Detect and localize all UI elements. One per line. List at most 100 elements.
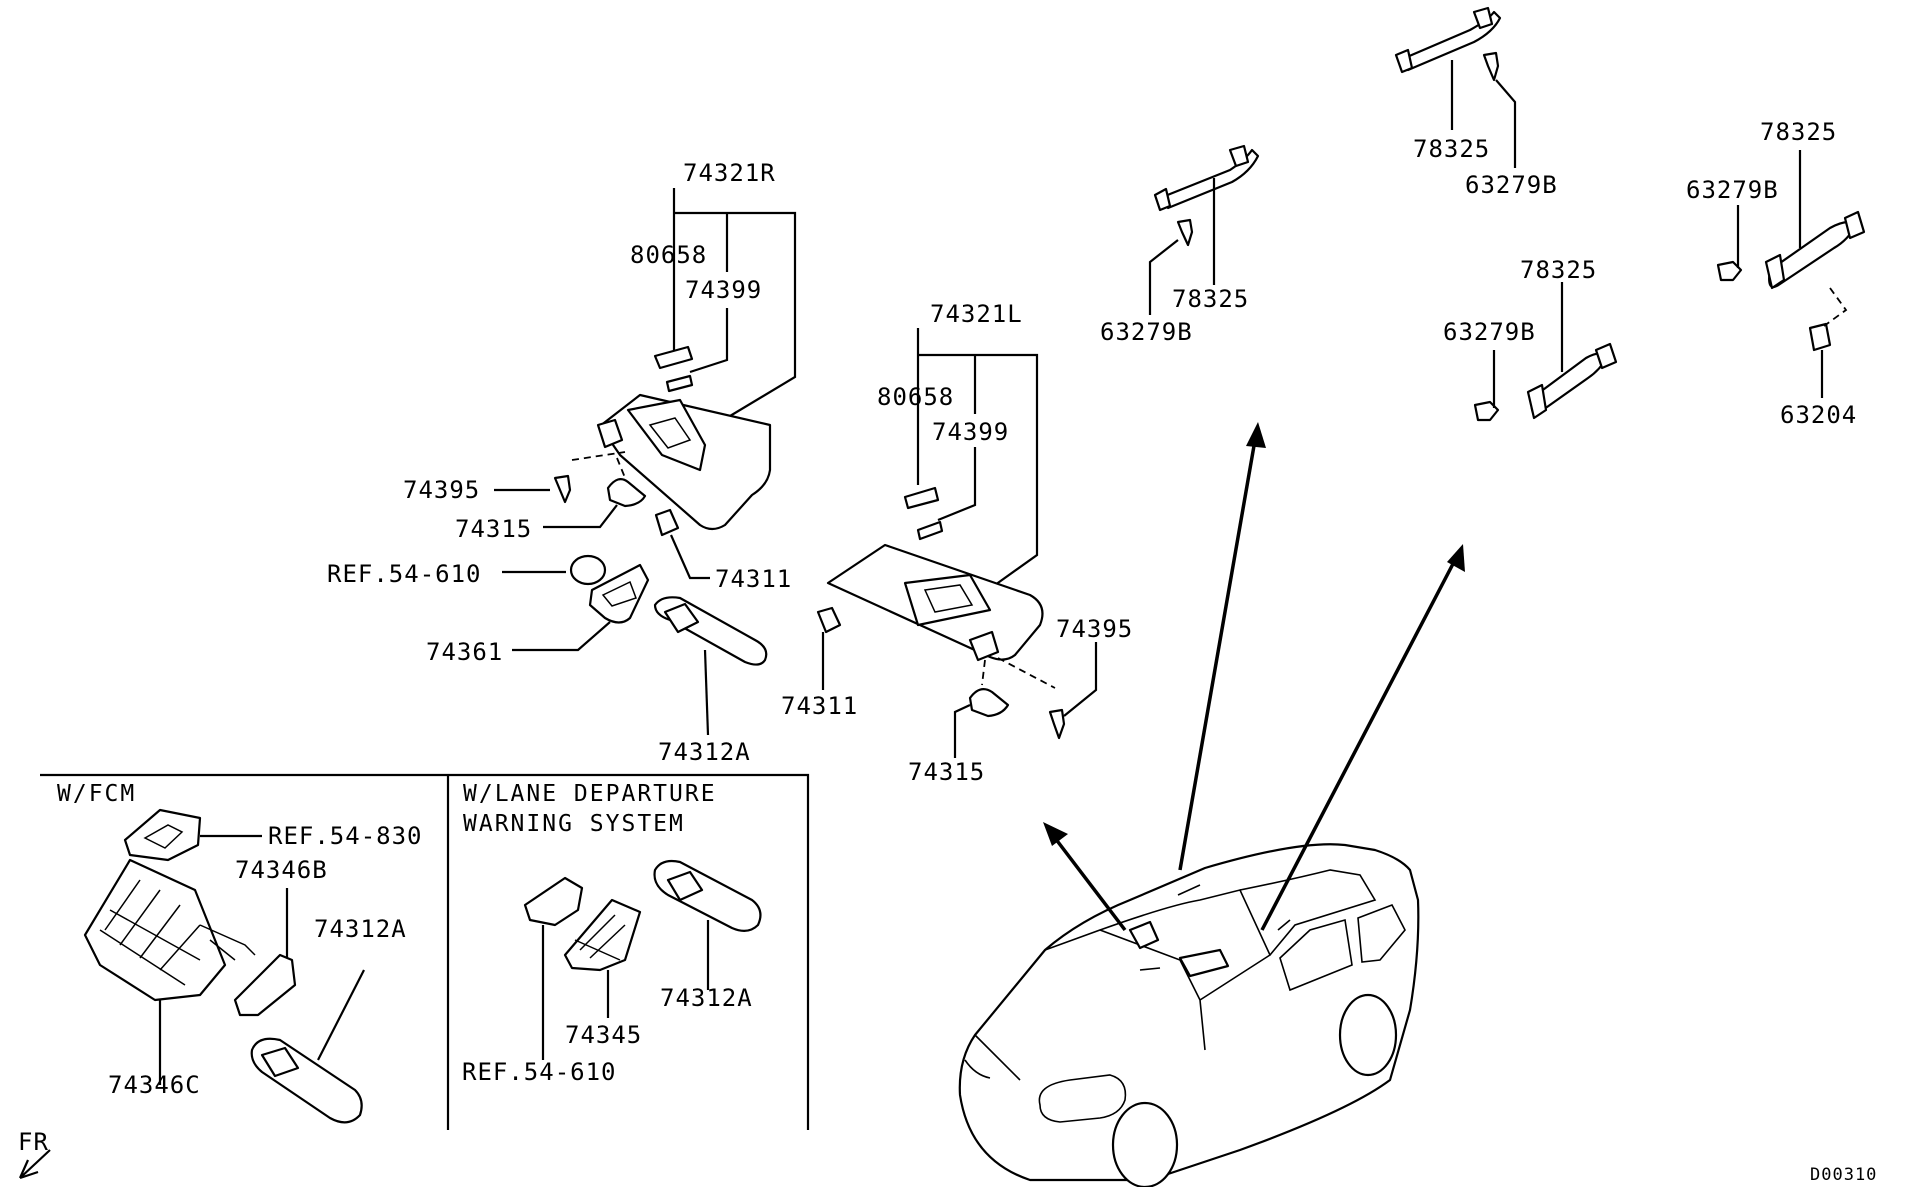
arrowhead-grip-rear bbox=[1447, 544, 1465, 572]
part-labels: 74321R 80658 74399 74395 74315 74311 REF… bbox=[18, 118, 1876, 1185]
leader-74312A-fcm bbox=[317, 969, 365, 1061]
holder-74315-right bbox=[606, 478, 647, 508]
label-78325-d: 78325 bbox=[1760, 118, 1837, 146]
label-63279B-d: 63279B bbox=[1686, 176, 1779, 204]
arrow-to-grip-rear bbox=[1260, 559, 1457, 931]
grip-a-end-left bbox=[1153, 187, 1172, 212]
visor-mirror-inner-left bbox=[923, 584, 974, 613]
label-fr: FR bbox=[18, 1128, 49, 1156]
label-80658-left: 80658 bbox=[877, 383, 954, 411]
assist-grip-group bbox=[1148, 6, 1866, 422]
car-visor-mark bbox=[1128, 920, 1160, 950]
ldw-camera bbox=[523, 876, 584, 927]
leader-63279B-a bbox=[1148, 239, 1179, 315]
visor-mirror-left bbox=[903, 573, 992, 627]
grip-a-end-right bbox=[1228, 144, 1250, 168]
label-74315-left: 74315 bbox=[908, 758, 985, 786]
label-plate-left bbox=[903, 486, 940, 510]
dash-74395-r bbox=[571, 451, 626, 461]
label-74395-left: 74395 bbox=[1056, 615, 1133, 643]
bolt-63279B-a bbox=[1176, 218, 1194, 247]
mirror-cover-right bbox=[665, 374, 694, 393]
leader-74361 bbox=[512, 621, 611, 652]
ldw-cover-74345 bbox=[563, 898, 642, 972]
leader-74311-r bbox=[669, 534, 710, 580]
rearview-mirror-74312A-fcm bbox=[250, 1037, 363, 1124]
car-headlight bbox=[1038, 1074, 1127, 1123]
bolt-63279B-d bbox=[1716, 260, 1743, 282]
mirror-mount-top bbox=[663, 602, 700, 634]
label-74346C: 74346C bbox=[108, 1071, 201, 1099]
grip-c-end-left bbox=[1526, 383, 1548, 420]
label-74321L: 74321L bbox=[930, 300, 1023, 328]
label-74399-right: 74399 bbox=[685, 276, 762, 304]
leader-74315-r bbox=[543, 504, 618, 529]
leader-74315-l bbox=[953, 704, 971, 758]
label-ldw-line1: W/LANE DEPARTURE bbox=[463, 781, 717, 807]
label-ref-54-830: REF.54-830 bbox=[268, 822, 423, 850]
sun-visor-right-group bbox=[494, 188, 797, 736]
label-74321R: 74321R bbox=[683, 159, 776, 187]
dash-74315-l bbox=[981, 659, 986, 686]
label-63279B-c: 63279B bbox=[1443, 318, 1536, 346]
arrow-to-visor bbox=[1053, 836, 1127, 932]
grip-c-end-right bbox=[1594, 342, 1618, 370]
arrowhead-grip-front bbox=[1246, 422, 1266, 448]
fcm-bracket-74346B bbox=[233, 953, 297, 1017]
leader-63279B-b bbox=[1495, 79, 1517, 168]
label-63279B-b: 63279B bbox=[1465, 171, 1558, 199]
label-ldw-line2: WARNING SYSTEM bbox=[463, 811, 685, 837]
fr-arrow-icon bbox=[18, 1149, 51, 1180]
label-74311-right: 74311 bbox=[715, 565, 792, 593]
fcm-camera bbox=[123, 808, 202, 862]
label-plate-right bbox=[653, 345, 694, 370]
label-78325-c: 78325 bbox=[1520, 256, 1597, 284]
arrow-to-grip-front bbox=[1178, 439, 1257, 871]
car-front-wheel bbox=[1111, 1101, 1179, 1189]
leader-74321L bbox=[916, 328, 1039, 586]
clip-74311-left bbox=[816, 606, 842, 634]
fcm-cover-ribs bbox=[99, 879, 201, 986]
visor-hinge-left bbox=[968, 630, 1000, 662]
front-indicator bbox=[18, 1149, 51, 1180]
visor-mirror-right bbox=[626, 398, 707, 472]
grip-d-end-right bbox=[1843, 210, 1866, 240]
label-74345: 74345 bbox=[565, 1021, 642, 1049]
car-console-mark bbox=[1178, 948, 1230, 978]
label-74312A-ldw: 74312A bbox=[660, 984, 753, 1012]
arrowhead-visor bbox=[1043, 822, 1068, 846]
rearview-mirror-74312A-top bbox=[653, 596, 768, 666]
mirror-mount-fcm bbox=[260, 1046, 300, 1078]
holder-74315-left bbox=[968, 687, 1010, 718]
label-78325-b: 78325 bbox=[1413, 135, 1490, 163]
grip-d-end-left bbox=[1764, 253, 1786, 290]
cover-74361-detail bbox=[601, 580, 637, 607]
car-rear-wheel bbox=[1338, 993, 1398, 1077]
fcm-harness bbox=[199, 924, 256, 961]
grip-b-end-right bbox=[1472, 6, 1494, 30]
screw-74395-left bbox=[1048, 708, 1066, 740]
nut-63204 bbox=[1808, 322, 1832, 352]
car-side-window-front bbox=[1279, 918, 1353, 992]
ref-54-610-dome bbox=[569, 554, 607, 586]
grip-b-end-left bbox=[1394, 48, 1414, 74]
label-63204: 63204 bbox=[1780, 401, 1857, 429]
fcm-camera-detail bbox=[143, 824, 184, 849]
leader-74395-l bbox=[1063, 642, 1098, 717]
sun-visor-left-group bbox=[816, 328, 1098, 758]
ldw-cover-ribs bbox=[574, 914, 626, 961]
bolt-63279B-c bbox=[1473, 400, 1500, 422]
mirror-cover-left bbox=[916, 520, 944, 541]
label-74399-left: 74399 bbox=[932, 418, 1009, 446]
ldw-group bbox=[523, 859, 762, 1060]
leader-74399-l bbox=[937, 447, 977, 522]
screw-74395-right bbox=[553, 474, 572, 504]
visor-mirror-inner-right bbox=[648, 417, 692, 449]
label-80658-right: 80658 bbox=[630, 241, 707, 269]
label-74361: 74361 bbox=[426, 638, 503, 666]
car-grip-marks bbox=[1139, 884, 1291, 971]
visor-hinge-right bbox=[596, 418, 624, 449]
vehicle-outline bbox=[958, 422, 1465, 1189]
